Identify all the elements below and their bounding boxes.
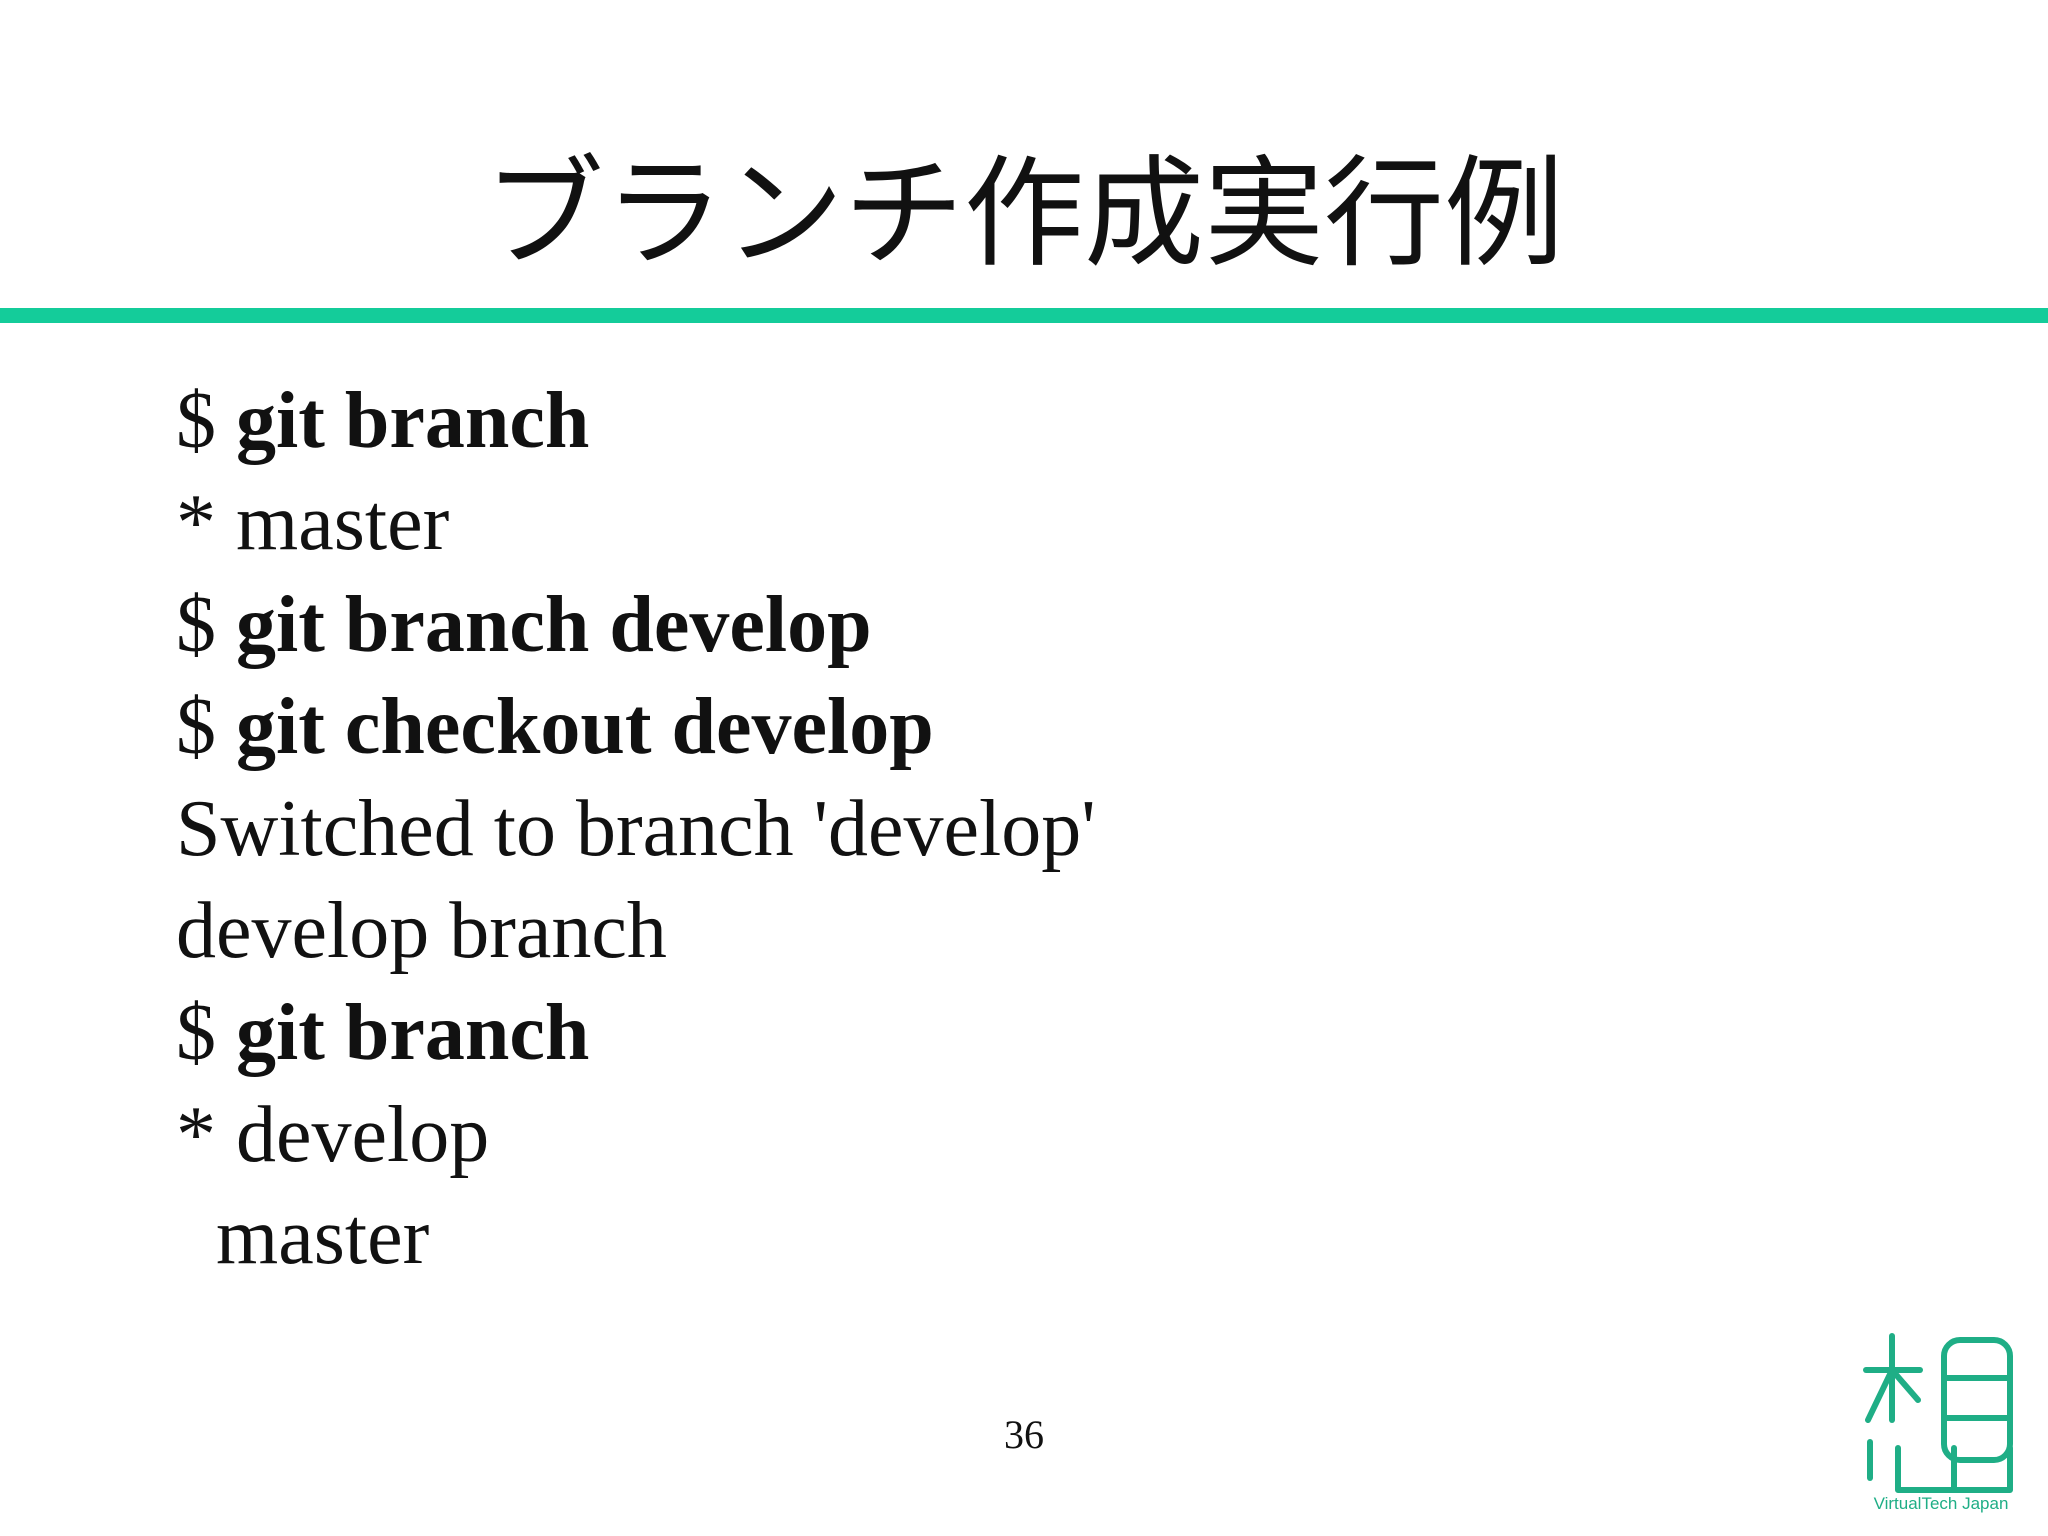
output-line: develop branch (176, 880, 1676, 982)
output-line: Switched to branch 'develop' (176, 778, 1676, 880)
slide-title: ブランチ作成実行例 (484, 145, 1564, 284)
output-text: * develop (176, 1091, 490, 1179)
output-line: master (176, 1186, 1676, 1288)
command-text: git checkout develop (236, 683, 934, 771)
output-text: master (216, 1193, 430, 1281)
command-line-git-branch: $ git branch (176, 982, 1676, 1084)
command-text: git branch develop (236, 581, 872, 669)
command-line-git-branch-develop: $ git branch develop (176, 574, 1676, 676)
output-text: * master (176, 479, 450, 567)
command-text: git branch (236, 989, 590, 1077)
logo-caption: VirtualTech Japan (1873, 1494, 2009, 1513)
page-number: 36 (1004, 1412, 1044, 1457)
virtualtech-japan-logo-icon (1863, 1333, 2013, 1493)
prompt-symbol: $ (176, 683, 236, 771)
command-line-git-checkout-develop: $ git checkout develop (176, 676, 1676, 778)
command-line-git-branch: $ git branch (176, 370, 1676, 472)
prompt-symbol: $ (176, 989, 236, 1077)
prompt-symbol: $ (176, 377, 236, 465)
title-divider (0, 308, 2048, 323)
output-line: * develop (176, 1084, 1676, 1186)
output-text: develop branch (176, 887, 667, 975)
prompt-symbol: $ (176, 581, 236, 669)
output-text: Switched to branch 'develop' (176, 785, 1096, 873)
terminal-transcript: $ git branch * master $ git branch devel… (176, 370, 1676, 1288)
command-text: git branch (236, 377, 590, 465)
output-line: * master (176, 472, 1676, 574)
